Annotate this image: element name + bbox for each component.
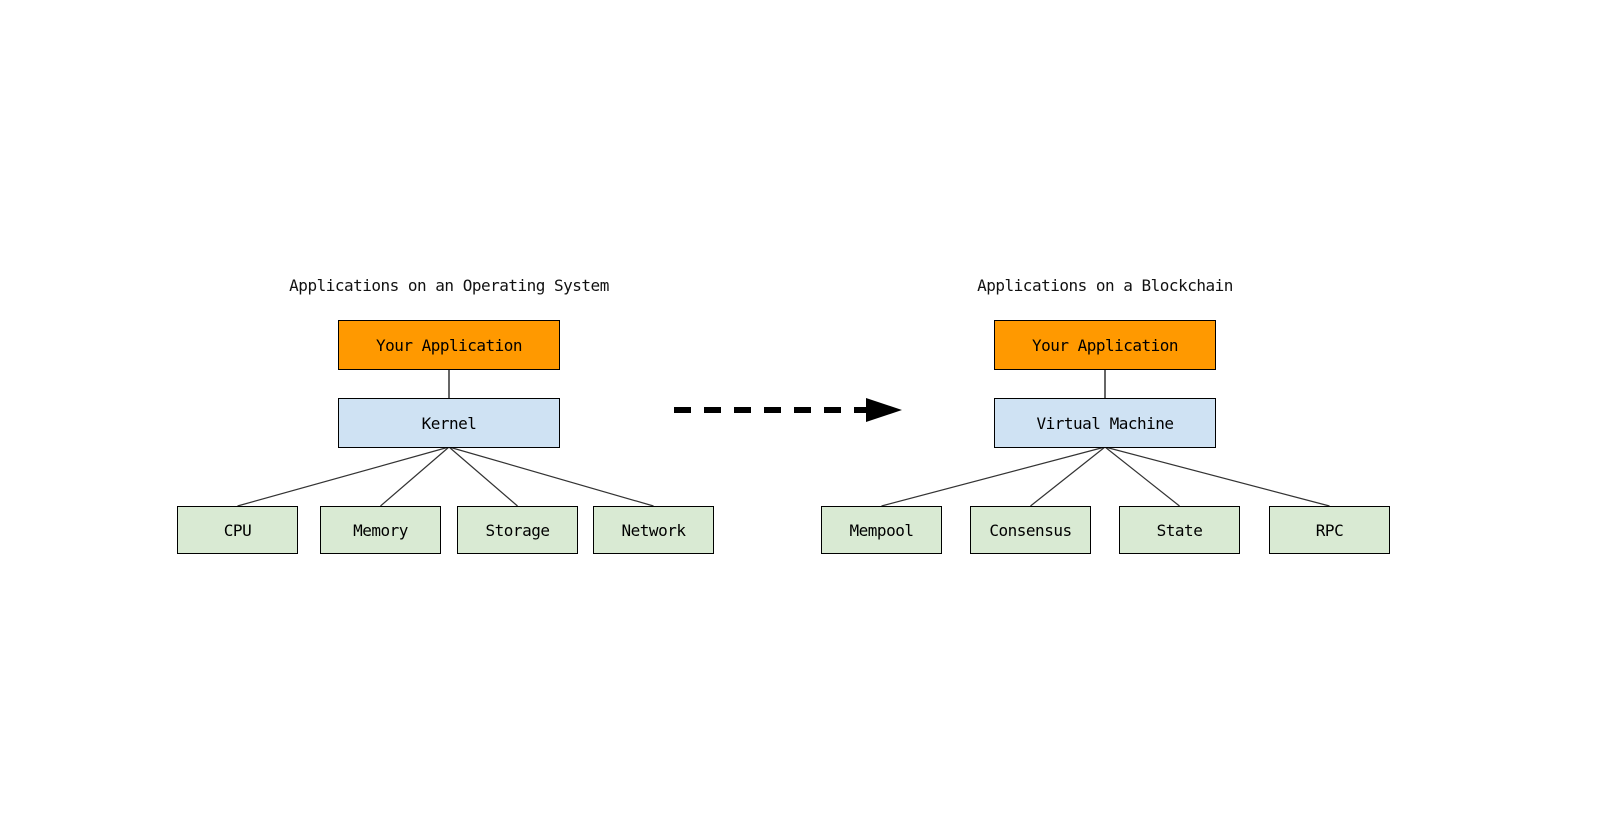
vm-to-state-connector — [1104, 446, 1180, 507]
storage-box: Storage — [457, 506, 578, 554]
state-box: State — [1119, 506, 1240, 554]
kernel-box: Kernel — [338, 398, 560, 448]
virtual-machine-box: Virtual Machine — [994, 398, 1216, 448]
left-your-application-box: Your Application — [338, 320, 560, 370]
kernel-to-memory-connector — [380, 446, 450, 507]
vm-to-rpc-connector — [1104, 446, 1330, 507]
kernel-to-storage-connector — [448, 446, 518, 507]
arrow-head — [866, 398, 902, 422]
vm-to-consensus-connector — [1030, 446, 1106, 507]
kernel-to-network-connector — [448, 446, 654, 507]
cpu-box: CPU — [177, 506, 298, 554]
mempool-box: Mempool — [821, 506, 942, 554]
right-diagram-title: Applications on a Blockchain — [977, 276, 1233, 295]
network-box: Network — [593, 506, 714, 554]
rpc-box: RPC — [1269, 506, 1390, 554]
memory-box: Memory — [320, 506, 441, 554]
consensus-box: Consensus — [970, 506, 1091, 554]
left-diagram-title: Applications on an Operating System — [289, 276, 609, 295]
kernel-to-cpu-connector — [237, 446, 450, 507]
vm-to-mempool-connector — [881, 446, 1106, 507]
right-your-application-box: Your Application — [994, 320, 1216, 370]
dashed-right-arrow-icon — [674, 398, 902, 422]
